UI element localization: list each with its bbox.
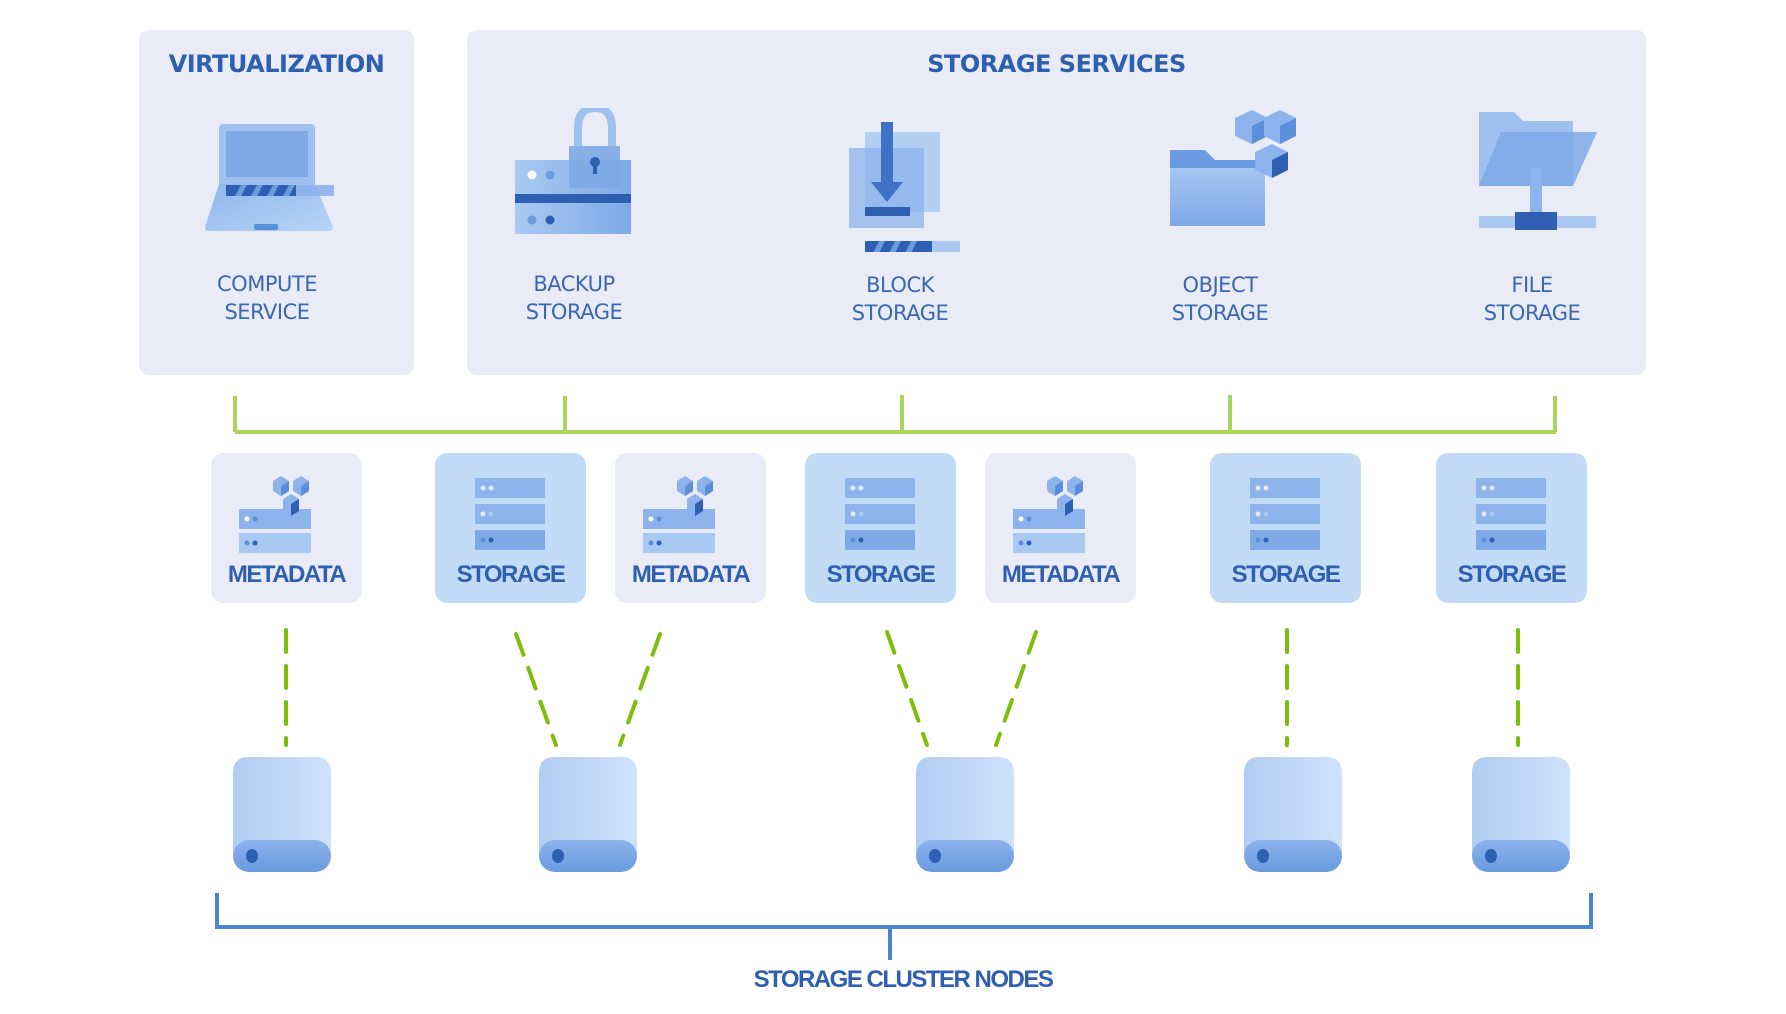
metadata-service-tile: METADATA [211, 453, 362, 603]
compute-service-label: COMPUTE SERVICE [217, 272, 317, 324]
link-stor2-node3 [885, 630, 929, 747]
bracket-line [215, 893, 1593, 929]
virtualization-panel: VIRTUALIZATION COMPUTE SERVICE [139, 30, 414, 375]
disk-drive-icon [1244, 757, 1342, 872]
backup-storage-label: BACKUP STORAGE [525, 272, 623, 324]
link-meta2-node2 [618, 632, 662, 747]
file-storage-label: FILE STORAGE [1483, 273, 1581, 325]
link-meta3-node3 [994, 630, 1038, 747]
storage-tile-label: STORAGE [456, 561, 566, 588]
storage-services-title: STORAGE SERVICES [927, 50, 1186, 78]
disk-drive-icon [1472, 757, 1570, 872]
storage-tile-label: STORAGE [1457, 561, 1567, 588]
link-stor1-node2 [514, 632, 558, 747]
disk-drive-icon [233, 757, 331, 872]
disk-drive-icon [916, 757, 1014, 872]
metadata-service-tile: METADATA [615, 453, 766, 603]
storage-tile-label: STORAGE [1231, 561, 1341, 588]
object-storage-label: OBJECT STORAGE [1171, 273, 1269, 325]
laptop-icon [205, 124, 334, 231]
storage-service-tile: STORAGE [435, 453, 586, 603]
storage-service-tile: STORAGE [805, 453, 956, 603]
network-folder-icon [1479, 112, 1597, 230]
cluster-bracket [215, 893, 1593, 960]
storage-tile-label: STORAGE [826, 561, 936, 588]
service-bus [233, 395, 1557, 434]
disk-drive-icon [539, 757, 637, 872]
storage-services-panel: STORAGE SERVICES BACKUP STORAGE BLOCK ST… [467, 30, 1646, 375]
metadata-service-tile: METADATA [985, 453, 1136, 603]
block-storage-label: BLOCK STORAGE [851, 273, 949, 325]
metadata-tile-label: METADATA [1001, 561, 1121, 588]
storage-service-tile: STORAGE [1436, 453, 1587, 603]
block-download-icon [849, 122, 960, 252]
node-links [284, 628, 1520, 747]
metadata-tile-label: METADATA [631, 561, 751, 588]
virtualization-title: VIRTUALIZATION [168, 50, 385, 78]
server-lock-icon [515, 108, 631, 234]
storage-cluster-nodes-label: STORAGE CLUSTER NODES [753, 966, 1054, 993]
metadata-tile-label: METADATA [227, 561, 347, 588]
storage-service-tile: STORAGE [1210, 453, 1361, 603]
folder-cubes-icon [1170, 110, 1296, 226]
